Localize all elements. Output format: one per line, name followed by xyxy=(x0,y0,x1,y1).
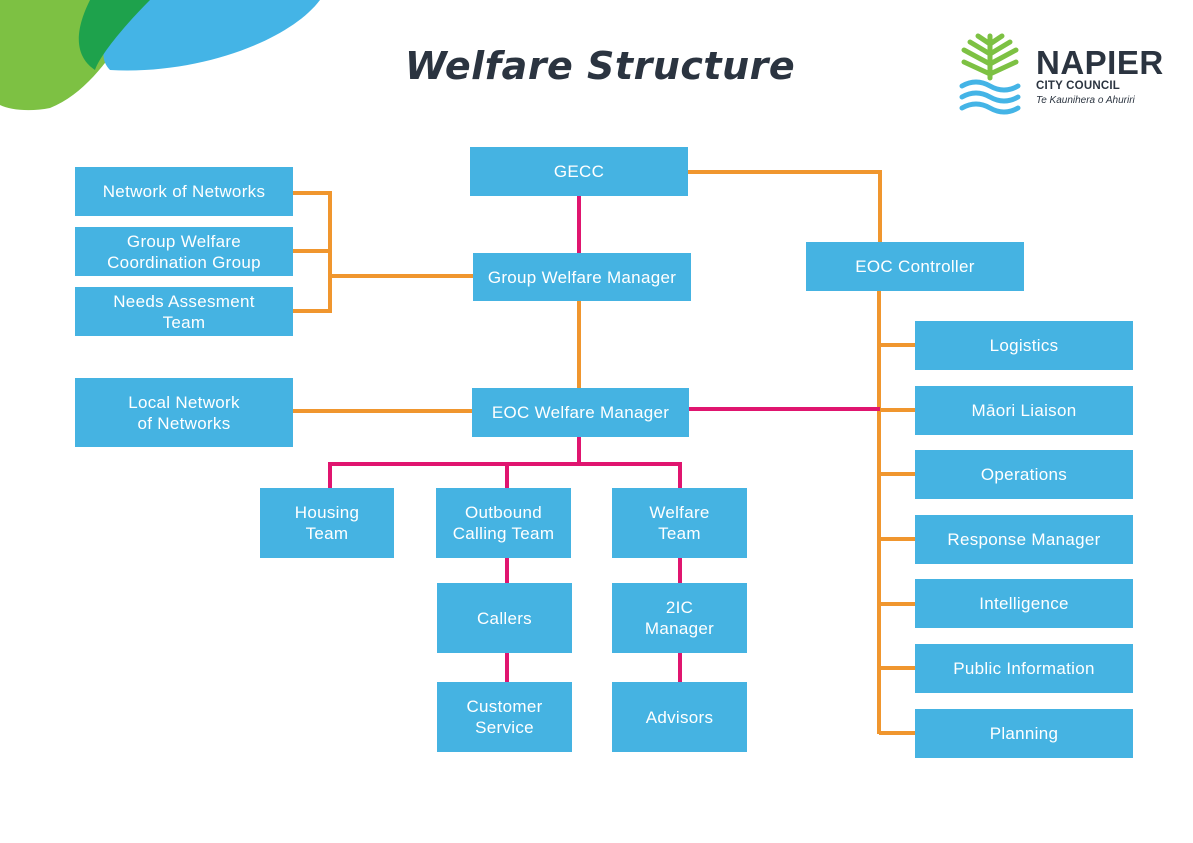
logo-name: NAPIER xyxy=(1036,44,1164,81)
node-customer-service: Customer Service xyxy=(437,682,572,752)
node-local-network-of-networks: Local Network of Networks xyxy=(75,378,293,447)
node-gecc: GECC xyxy=(470,147,688,196)
node-response-manager: Response Manager xyxy=(915,515,1133,564)
corner-decoration xyxy=(0,0,320,111)
node-eoc-controller: EOC Controller xyxy=(806,242,1024,291)
logo-tagline: Te Kaunihera o Ahuriri xyxy=(1036,95,1135,106)
node-planning: Planning xyxy=(915,709,1133,758)
node-group-welfare-coordination-group: Group Welfare Coordination Group xyxy=(75,227,293,276)
node-welfare-team: Welfare Team xyxy=(612,488,747,558)
node-network-of-networks: Network of Networks xyxy=(75,167,293,216)
node-outbound-calling-team: Outbound Calling Team xyxy=(436,488,571,558)
node-eoc-welfare-manager: EOC Welfare Manager xyxy=(472,388,689,437)
connector-gecc-eoc-controller xyxy=(688,170,882,242)
node-maori-liaison: Māori Liaison xyxy=(915,386,1133,435)
node-needs-assessment-team: Needs Assesment Team xyxy=(75,287,293,336)
fern-wave-icon xyxy=(959,33,1021,115)
node-intelligence: Intelligence xyxy=(915,579,1133,628)
node-public-information: Public Information xyxy=(915,644,1133,693)
node-housing-team: Housing Team xyxy=(260,488,394,558)
node-callers: Callers xyxy=(437,583,572,653)
node-group-welfare-manager: Group Welfare Manager xyxy=(473,253,691,301)
node-advisors: Advisors xyxy=(612,682,747,752)
node-operations: Operations xyxy=(915,450,1133,499)
page-title: Welfare Structure xyxy=(404,44,796,88)
node-logistics: Logistics xyxy=(915,321,1133,370)
napier-city-council-logo: NAPIER CITY COUNCIL Te Kaunihera o Ahuri… xyxy=(958,30,1168,120)
logo-subtitle: CITY COUNCIL xyxy=(1036,80,1120,92)
node-2ic-manager: 2IC Manager xyxy=(612,583,747,653)
